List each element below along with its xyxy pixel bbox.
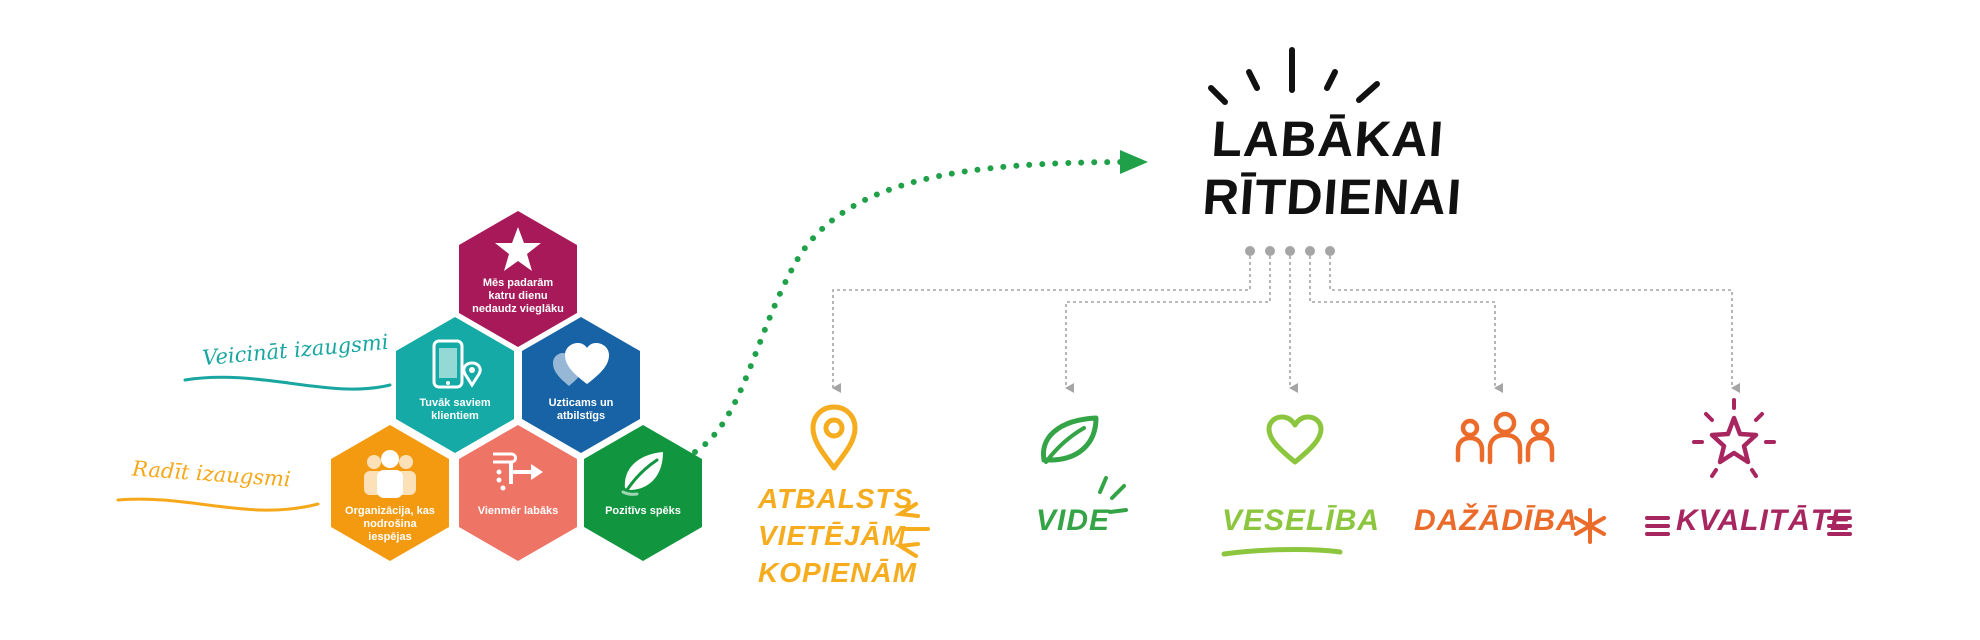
- hex-label: Uzticams un atbilstīgs: [548, 397, 614, 422]
- leaf-icon: [1036, 412, 1106, 473]
- category-veseliba: VESELĪBA: [1222, 504, 1381, 537]
- connector-atbalsts: [832, 256, 1251, 393]
- swoosh-upper: [183, 375, 392, 391]
- decor-underline: [1221, 547, 1343, 557]
- star-icon: [493, 223, 543, 275]
- category-atbalsts-line-1: ATBALSTS: [758, 483, 914, 514]
- connector-vide: [1065, 256, 1271, 393]
- people-icon: [361, 447, 419, 499]
- title-line-1: LABĀKAI: [1210, 111, 1446, 167]
- dotted-arrow-head: [1120, 150, 1148, 174]
- burst-lines: [1208, 47, 1380, 105]
- phone-location-icon: [424, 339, 486, 391]
- people-icon: [1453, 410, 1557, 471]
- heart-icon: [1264, 412, 1326, 471]
- decor-arrows: [894, 502, 930, 558]
- title-line-2: RĪTDIENAI: [1201, 169, 1464, 225]
- leaf-icon: [617, 447, 669, 499]
- category-atbalsts-line-2: VIETĒJĀM: [758, 520, 907, 551]
- hex-positive-force: Pozitīvs spēks: [584, 425, 702, 561]
- hex-label: Tuvāk saviem klientiem: [419, 397, 491, 422]
- hearts-icon: [551, 339, 611, 391]
- hex-label: Pozitīvs spēks: [605, 505, 681, 517]
- connector-kvalitate: [1329, 256, 1740, 393]
- hex-label: Mēs padarām katru dienu nedaudz vieglāku: [472, 277, 564, 315]
- category-atbalsts-line-3: KOPIENĀM: [758, 557, 917, 588]
- hex-label: Organizācija, kas nodrošina iespējas: [345, 505, 435, 543]
- decor-asterisk: [1574, 508, 1606, 544]
- hex-label: Vienmēr labāks: [477, 505, 559, 517]
- arrow-icon: [489, 447, 547, 499]
- swoosh-lower: [116, 497, 320, 512]
- star-icon: [1692, 396, 1776, 489]
- decor-sparks: [1098, 476, 1128, 514]
- category-vide: VIDE: [1036, 504, 1111, 537]
- decor-lines-right: [1827, 516, 1852, 536]
- location-pin-icon: [808, 402, 860, 477]
- category-dazadiba: DAŽĀDĪBA: [1414, 504, 1579, 537]
- category-kvalitate: KVALITĀTE: [1676, 504, 1852, 537]
- hex-trusted-and-relevant: Uzticams un atbilstīgs: [522, 317, 640, 453]
- category-atbalsts: ATBALSTS VIETĒJĀM KOPIENĀM: [758, 480, 917, 591]
- connector-dots: [1245, 246, 1335, 256]
- connector-dazadiba: [1309, 256, 1503, 393]
- decor-lines-left: [1645, 516, 1670, 536]
- dotted-arrow: [692, 159, 1133, 455]
